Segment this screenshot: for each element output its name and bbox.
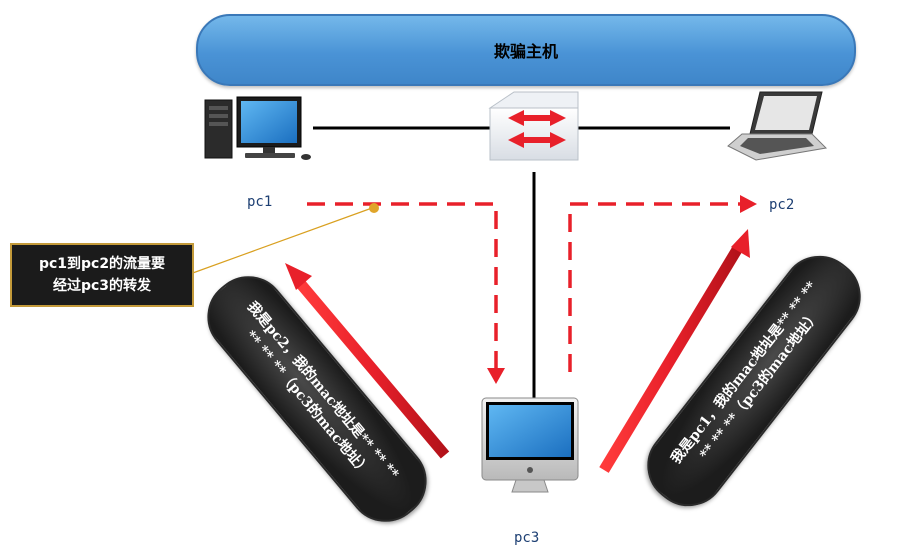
callout-dot [369,203,379,213]
pc1-label: pc1 [247,194,273,210]
arp-reply-arrow-to-pc2 [599,229,750,473]
arp-reply-arrow-to-pc1 [285,263,450,459]
pc2-label: pc2 [769,197,795,213]
traffic-path-pc1-to-pc3 [307,202,498,370]
laptop-icon [727,91,828,161]
traffic-note-text: pc1到pc2的流量要 经过pc3的转发 [38,256,166,294]
pc3-label: pc3 [514,530,540,546]
traffic-path-pc3-to-pc2 [568,202,742,372]
imac-computer-icon [481,397,579,493]
traffic-arrowhead-right [740,195,757,213]
banner-title: 欺骗主机 [493,42,558,61]
callout-connector [189,207,373,275]
traffic-note-callout: pc1到pc2的流量要 经过pc3的转发 [10,243,194,307]
desktop-computer-icon [204,96,311,160]
network-switch-icon [488,91,579,161]
spoofing-host-banner: 欺骗主机 [196,14,856,86]
traffic-arrowhead-down [487,368,505,384]
